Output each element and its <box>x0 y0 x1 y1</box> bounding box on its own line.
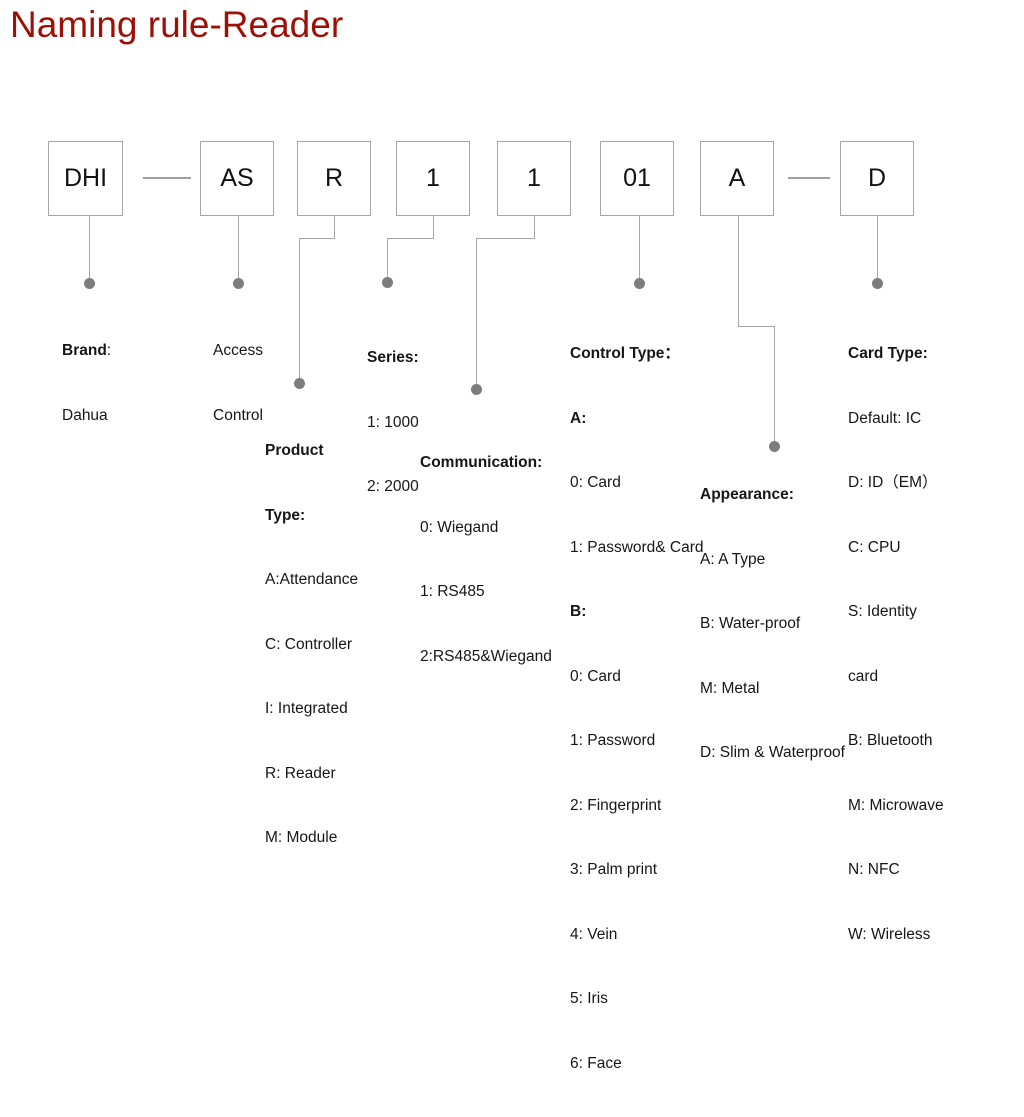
legend-brand-line-0: Dahua <box>62 406 108 424</box>
connector-control-type <box>639 216 640 283</box>
legend-appearance-heading: Appearance: <box>700 486 794 503</box>
legend-communication-heading: Communication: <box>420 454 543 471</box>
legend-control-type-heading: Control Type： <box>570 345 680 362</box>
legend-card-type-line-0: Default: IC <box>848 409 922 427</box>
legend-product-type-line-3: R: Reader <box>265 764 336 782</box>
legend-series-line-1: 2: 2000 <box>367 478 419 495</box>
legend-access-control-line-0: Access <box>213 342 263 359</box>
legend-brand-heading: Brand <box>62 342 107 359</box>
connector-dot-access-control <box>233 278 244 289</box>
connector-brand <box>89 216 90 283</box>
legend-access-control: Access Control <box>206 297 270 469</box>
separator-dash-left <box>143 177 191 179</box>
separator-dash-right <box>788 177 830 179</box>
connector-dot-brand <box>84 278 95 289</box>
legend-control-type-b-line-1: 1: Password <box>570 732 656 749</box>
code-box-control-type: 01 <box>600 141 674 216</box>
connector-dot-control-type <box>634 278 645 289</box>
connector-communication-jog <box>476 238 535 239</box>
connector-communication-seg2 <box>476 238 477 388</box>
connector-series-seg2 <box>387 238 388 282</box>
legend-control-type-a-line-1: 1: Password& Card <box>570 538 704 556</box>
code-box-brand: DHI <box>48 141 123 216</box>
legend-card-type-line-8: W: Wireless <box>848 925 931 943</box>
connector-series-seg1 <box>433 216 434 238</box>
connector-access-control <box>238 216 239 283</box>
legend-communication-line-0: 0: Wiegand <box>420 518 499 536</box>
legend-appearance-line-2: M: Metal <box>700 679 760 697</box>
legend-card-type-heading: Card Type: <box>848 345 928 362</box>
connector-dot-product-type <box>294 378 305 389</box>
legend-control-type-group-b-label: B: <box>570 603 587 620</box>
connector-dot-appearance <box>769 441 780 452</box>
legend-series: Series: 1: 1000 2: 2000 <box>367 304 419 541</box>
legend-brand-heading-suffix: : <box>106 342 112 359</box>
connector-product-type-jog <box>299 238 335 239</box>
connector-card-type <box>877 216 878 283</box>
legend-control-type-b-line-6: 6: Face <box>570 1054 622 1072</box>
legend-product-type-line-0: A:Attendance <box>265 571 359 588</box>
connector-communication-seg1 <box>534 216 535 238</box>
legend-product-type-line-4: M: Module <box>265 829 338 846</box>
connector-product-type-seg1 <box>334 216 335 238</box>
legend-series-heading: Series: <box>367 349 419 366</box>
legend-card-type-line-4: card <box>848 667 879 685</box>
legend-control-type-b-line-0: 0: Card <box>570 667 621 685</box>
legend-card-type-line-1: D: ID（EM） <box>848 474 938 491</box>
connector-product-type-seg2 <box>299 238 300 382</box>
legend-appearance-line-1: B: Water-proof <box>700 615 801 632</box>
legend-product-type-heading-1: Product <box>265 442 324 459</box>
code-box-series: 1 <box>396 141 470 216</box>
legend-card-type-line-6: M: Microwave <box>848 796 944 814</box>
legend-control-type-b-line-3: 3: Palm print <box>570 861 658 878</box>
legend-product-type-line-2: I: Integrated <box>265 700 348 717</box>
connector-dot-series <box>382 277 393 288</box>
code-box-appearance: A <box>700 141 774 216</box>
connector-appearance-jog <box>738 326 775 327</box>
legend-communication-line-1: 1: RS485 <box>420 583 485 600</box>
legend-control-type: Control Type： A: 0: Card 1: Password& Ca… <box>570 300 704 1117</box>
connector-series-jog <box>387 238 434 239</box>
code-box-card-type: D <box>840 141 914 216</box>
legend-control-type-b-line-4: 4: Vein <box>570 925 618 943</box>
legend-card-type: Card Type: Default: IC D: ID（EM） C: CPU … <box>848 300 944 988</box>
legend-control-type-group-a-label: A: <box>570 409 587 427</box>
legend-access-control-line-1: Control <box>213 406 263 424</box>
connector-dot-communication <box>471 384 482 395</box>
legend-appearance-line-0: A: A Type <box>700 550 766 568</box>
legend-control-type-a-line-0: 0: Card <box>570 474 621 491</box>
legend-product-type-heading-2: Type: <box>265 506 306 524</box>
legend-communication-line-2: 2:RS485&Wiegand <box>420 647 552 665</box>
code-box-product-type: R <box>297 141 371 216</box>
legend-control-type-b-line-5: 5: Iris <box>570 990 608 1007</box>
legend-card-type-line-5: B: Bluetooth <box>848 732 933 749</box>
connector-appearance-seg1 <box>738 216 739 326</box>
legend-communication: Communication: 0: Wiegand 1: RS485 2:RS4… <box>420 409 552 710</box>
legend-card-type-line-3: S: Identity <box>848 603 917 620</box>
page-title: Naming rule-Reader <box>10 4 344 45</box>
code-box-communication: 1 <box>497 141 571 216</box>
connector-dot-card-type <box>872 278 883 289</box>
legend-product-type: Product Type: A:Attendance C: Controller… <box>265 397 358 892</box>
legend-product-type-line-1: C: Controller <box>265 635 352 653</box>
legend-brand: Brand: Dahua <box>62 297 111 469</box>
legend-appearance-line-3: D: Slim & Waterproof <box>700 744 845 761</box>
connector-appearance-seg2 <box>774 326 775 446</box>
legend-card-type-line-7: N: NFC <box>848 861 900 878</box>
legend-card-type-line-2: C: CPU <box>848 538 901 556</box>
legend-control-type-b-line-2: 2: Fingerprint <box>570 796 662 814</box>
legend-appearance: Appearance: A: A Type B: Water-proof M: … <box>700 441 845 807</box>
naming-rule-diagram: Naming rule-Reader DHI AS R 1 1 01 A D B… <box>10 4 944 1072</box>
legend-series-line-0: 1: 1000 <box>367 413 419 431</box>
code-box-access-control: AS <box>200 141 274 216</box>
